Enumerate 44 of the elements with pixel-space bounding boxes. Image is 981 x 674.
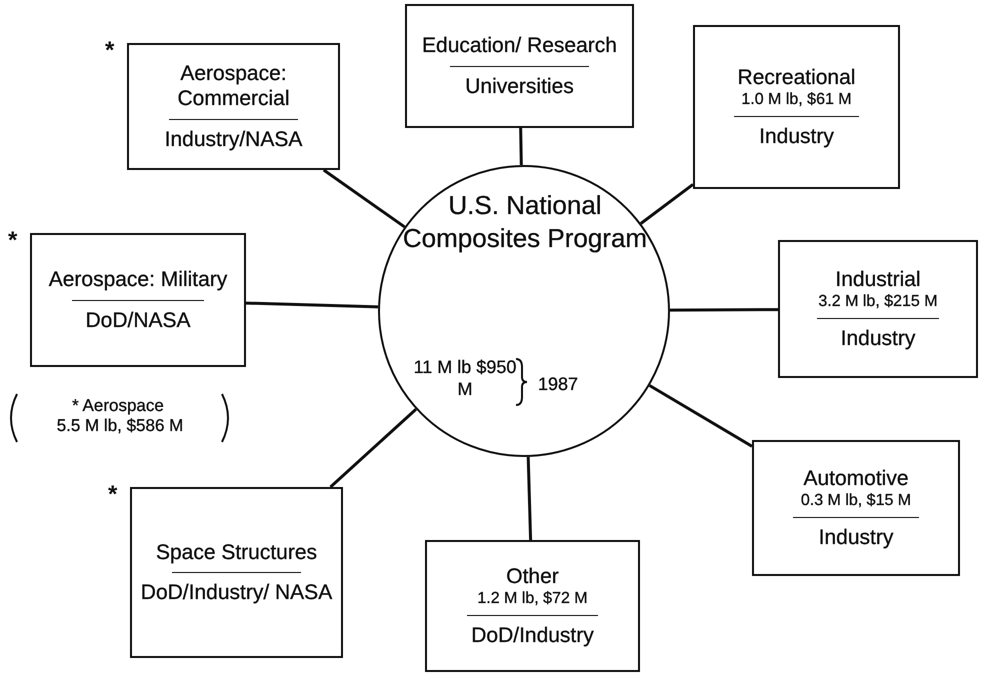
hub-title: U.S. National Composites Program [402, 189, 648, 254]
sector-box [405, 4, 634, 128]
sector-heading: Aerospace: Commercial [176, 61, 290, 112]
connector-line [519, 128, 523, 166]
agency-text: DoD/NASA [85, 308, 191, 333]
agency-text: DoD/Industry/ NASA [140, 580, 332, 606]
agency-text: Industry/NASA [164, 126, 302, 152]
footnote-mark: * [105, 37, 114, 65]
agency-text: Industry [759, 124, 834, 150]
sector-heading: Education/ Research [422, 33, 617, 58]
sector-box [127, 43, 340, 170]
sector-box [30, 233, 246, 367]
connector-line [648, 384, 753, 448]
connector-line [330, 408, 417, 488]
sector-heading: Automotive [803, 466, 909, 491]
sector-box [425, 540, 640, 672]
volume-value-text: 3.2 M lb, $215 M [818, 292, 938, 312]
footnote-mark: * [8, 227, 18, 255]
note-text: * Aerospace [71, 396, 165, 416]
sector-box [752, 440, 960, 576]
connector-line [640, 183, 694, 225]
sector-box [693, 25, 900, 189]
agency-text: Industry [840, 326, 916, 352]
agency-text: DoD/Industry [471, 623, 594, 648]
sector-heading: Aerospace: Military [48, 267, 228, 292]
sector-box [130, 487, 343, 658]
volume-value-text: 1.2 M lb, $72 M [477, 588, 588, 608]
sector-heading: Recreational [738, 64, 856, 90]
agency-text: Industry [818, 525, 894, 550]
totals-text: 11 M lb $950 M [412, 357, 518, 400]
sector-box [778, 240, 978, 378]
sector-heading: Industrial [835, 266, 921, 292]
volume-value-text: 1.0 M lb, $61 M [741, 90, 852, 110]
connector-line [526, 456, 532, 540]
agency-text: Universities [465, 74, 574, 99]
sector-heading: Space Structures [156, 540, 318, 565]
connector-line [670, 308, 778, 312]
connector-line [322, 168, 406, 228]
sector-heading: Other [506, 564, 559, 589]
connector-line [246, 302, 378, 308]
year-text: 1987 [536, 374, 580, 396]
footnote-mark: * [108, 481, 118, 509]
note-text: 5.5 M lb, $586 M [56, 416, 184, 436]
volume-value-text: 0.3 M lb, $15 M [800, 490, 912, 510]
